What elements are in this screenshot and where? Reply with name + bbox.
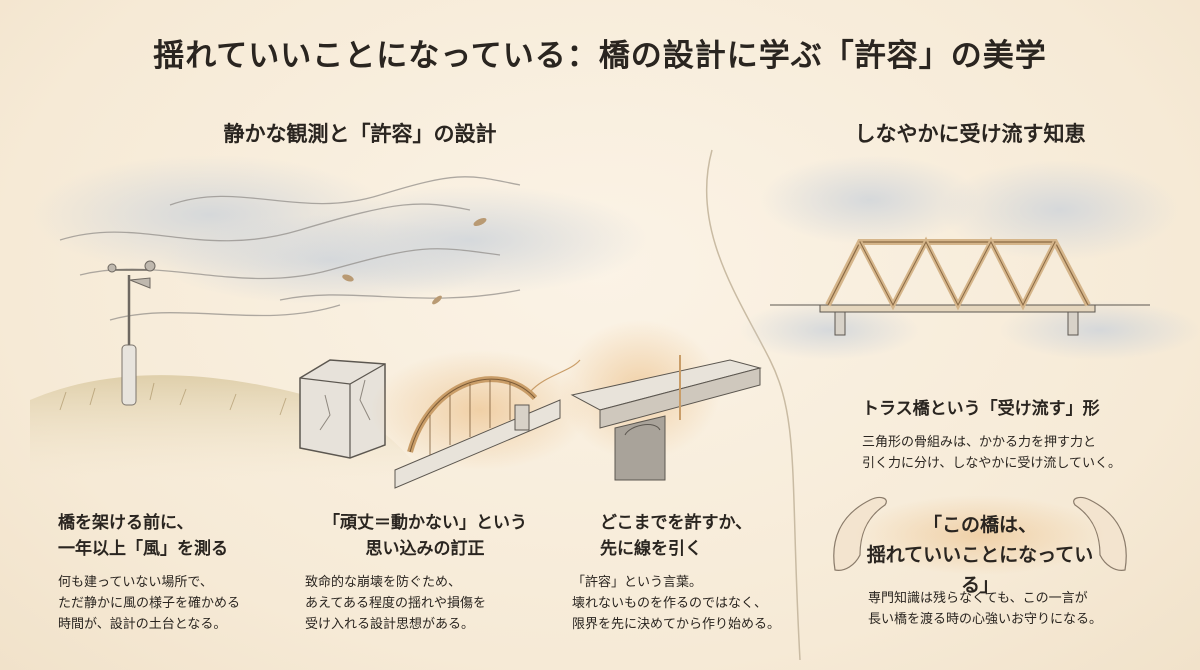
anemometer-icon — [107, 260, 156, 406]
cloud — [290, 185, 650, 295]
panel-heading: 橋を架ける前に、 一年以上「風」を測る — [58, 513, 228, 559]
stone-block-icon — [299, 359, 386, 459]
grass-strokes — [59, 382, 287, 416]
cloud — [760, 155, 980, 245]
leaf-icons — [342, 217, 487, 305]
cloud — [940, 160, 1180, 260]
bridge-quote: 「この橋は、 揺れていいことになっている」 — [866, 514, 1094, 596]
panel-body: 致命的な崩壊を防ぐため、 あえてある程度の揺れや損傷を 受け入れる設計思想がある… — [305, 575, 486, 632]
left-section-heading: 静かな観測と「許容」の設計 — [223, 122, 497, 146]
panel-wind-measurement: 橋を架ける前に、 一年以上「風」を測る 何も建っていない場所で、 ただ静かに風の… — [58, 510, 288, 635]
bridge-deck-icon — [570, 355, 762, 481]
page-title: 揺れていいことになっている：橋の設計に学ぶ「許容」の美学 — [153, 38, 1047, 74]
arch-bridge-icon — [394, 359, 581, 489]
cloud — [1000, 300, 1200, 360]
truss-body: 三角形の骨組みは、かかる力を押す力と 引く力に分け、しなやかに受け流していく。 — [862, 435, 1121, 471]
panel-sturdy-misconception: 「頑丈＝動かない」という 思い込みの訂正 致命的な崩壊を防ぐため、 あえてある程… — [305, 510, 545, 635]
panel-heading: 「頑丈＝動かない」という 思い込みの訂正 — [323, 513, 527, 559]
panel-body: 何も建っていない場所で、 ただ静かに風の様子を確かめる 時間が、設計の土台となる… — [58, 575, 241, 632]
section-divider — [705, 149, 801, 661]
truss-heading: トラス橋という「受け流す」形 — [862, 399, 1100, 419]
truss-bridge-icon — [770, 236, 1150, 336]
panel-body: 「許容」という言葉。 壊れないものを作るのではなく、 限界を先に決めてから作り始… — [572, 575, 781, 632]
right-section-heading: しなやかに受け流す知恵 — [854, 122, 1086, 146]
cloud — [740, 300, 920, 360]
closing-text: 専門知識は残らなくても、この一言が 長い橋を渡る時の心強いお守りになる。 — [868, 591, 1103, 627]
panel-tolerance-line: どこまでを許すか、 先に線を引く 「許容」という言葉。 壊れないものを作るのでは… — [572, 510, 802, 635]
wind-lines — [59, 176, 521, 321]
panel-heading: どこまでを許すか、 先に線を引く — [600, 513, 753, 559]
